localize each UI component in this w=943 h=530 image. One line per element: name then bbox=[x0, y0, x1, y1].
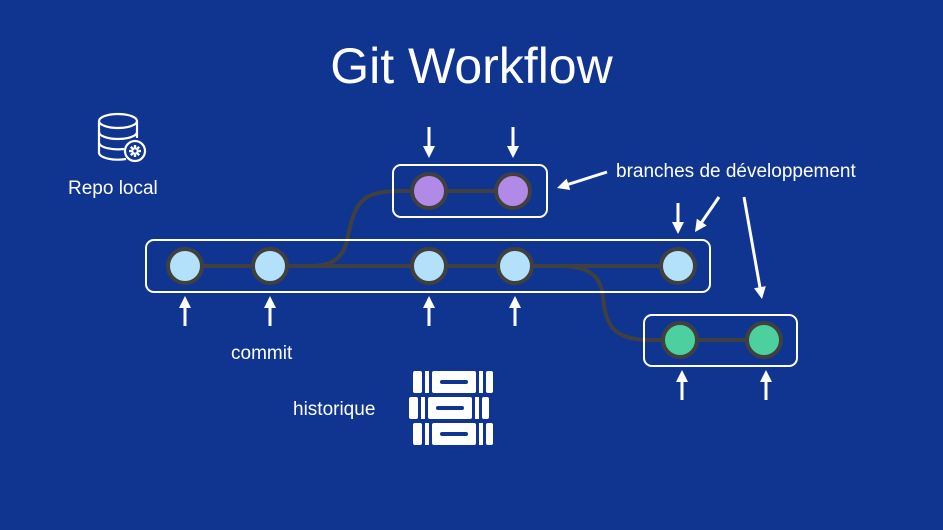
purple-branch-line bbox=[309, 189, 513, 268]
historique-label: historique bbox=[293, 399, 376, 420]
commit-main-3[interactable] bbox=[410, 247, 448, 285]
commit-main-5[interactable] bbox=[659, 247, 697, 285]
commit-feature-green-1[interactable] bbox=[661, 321, 699, 359]
green-up-arrow-1 bbox=[676, 370, 688, 400]
label-arrow-purple bbox=[557, 170, 608, 191]
green-up-arrow-2 bbox=[760, 370, 772, 400]
label-arrow-green bbox=[742, 196, 766, 299]
commit-feature-purple-1[interactable] bbox=[410, 172, 448, 210]
commit-main-2[interactable] bbox=[251, 247, 289, 285]
commit-up-arrow-4 bbox=[509, 296, 521, 326]
purple-down-arrow-1 bbox=[423, 127, 435, 158]
commit-up-arrow-3 bbox=[423, 296, 435, 326]
green-branch-line bbox=[559, 264, 764, 342]
slide-title: Git Workflow bbox=[330, 38, 613, 94]
commits bbox=[166, 172, 783, 359]
commit-up-arrow-2 bbox=[264, 296, 276, 326]
repo-local-label: Repo local bbox=[68, 178, 158, 199]
commit-main-1[interactable] bbox=[166, 247, 204, 285]
arrows bbox=[179, 127, 772, 400]
commit-label: commit bbox=[231, 343, 293, 364]
commit-feature-purple-2[interactable] bbox=[494, 172, 532, 210]
purple-branch-frame bbox=[392, 164, 548, 218]
branches-label: branches de développement bbox=[616, 161, 856, 182]
commit-feature-green-2[interactable] bbox=[745, 321, 783, 359]
label-arrow-main bbox=[695, 196, 721, 232]
commit-main-4[interactable] bbox=[496, 247, 534, 285]
green-branch-frame bbox=[643, 314, 798, 367]
stacked-books-icon bbox=[409, 371, 493, 445]
commit-up-arrow-1 bbox=[179, 296, 191, 326]
purple-down-arrow-2 bbox=[507, 127, 519, 158]
database-gear-icon bbox=[97, 112, 147, 163]
main-down-arrow bbox=[672, 203, 684, 234]
main-branch-frame bbox=[145, 239, 711, 293]
